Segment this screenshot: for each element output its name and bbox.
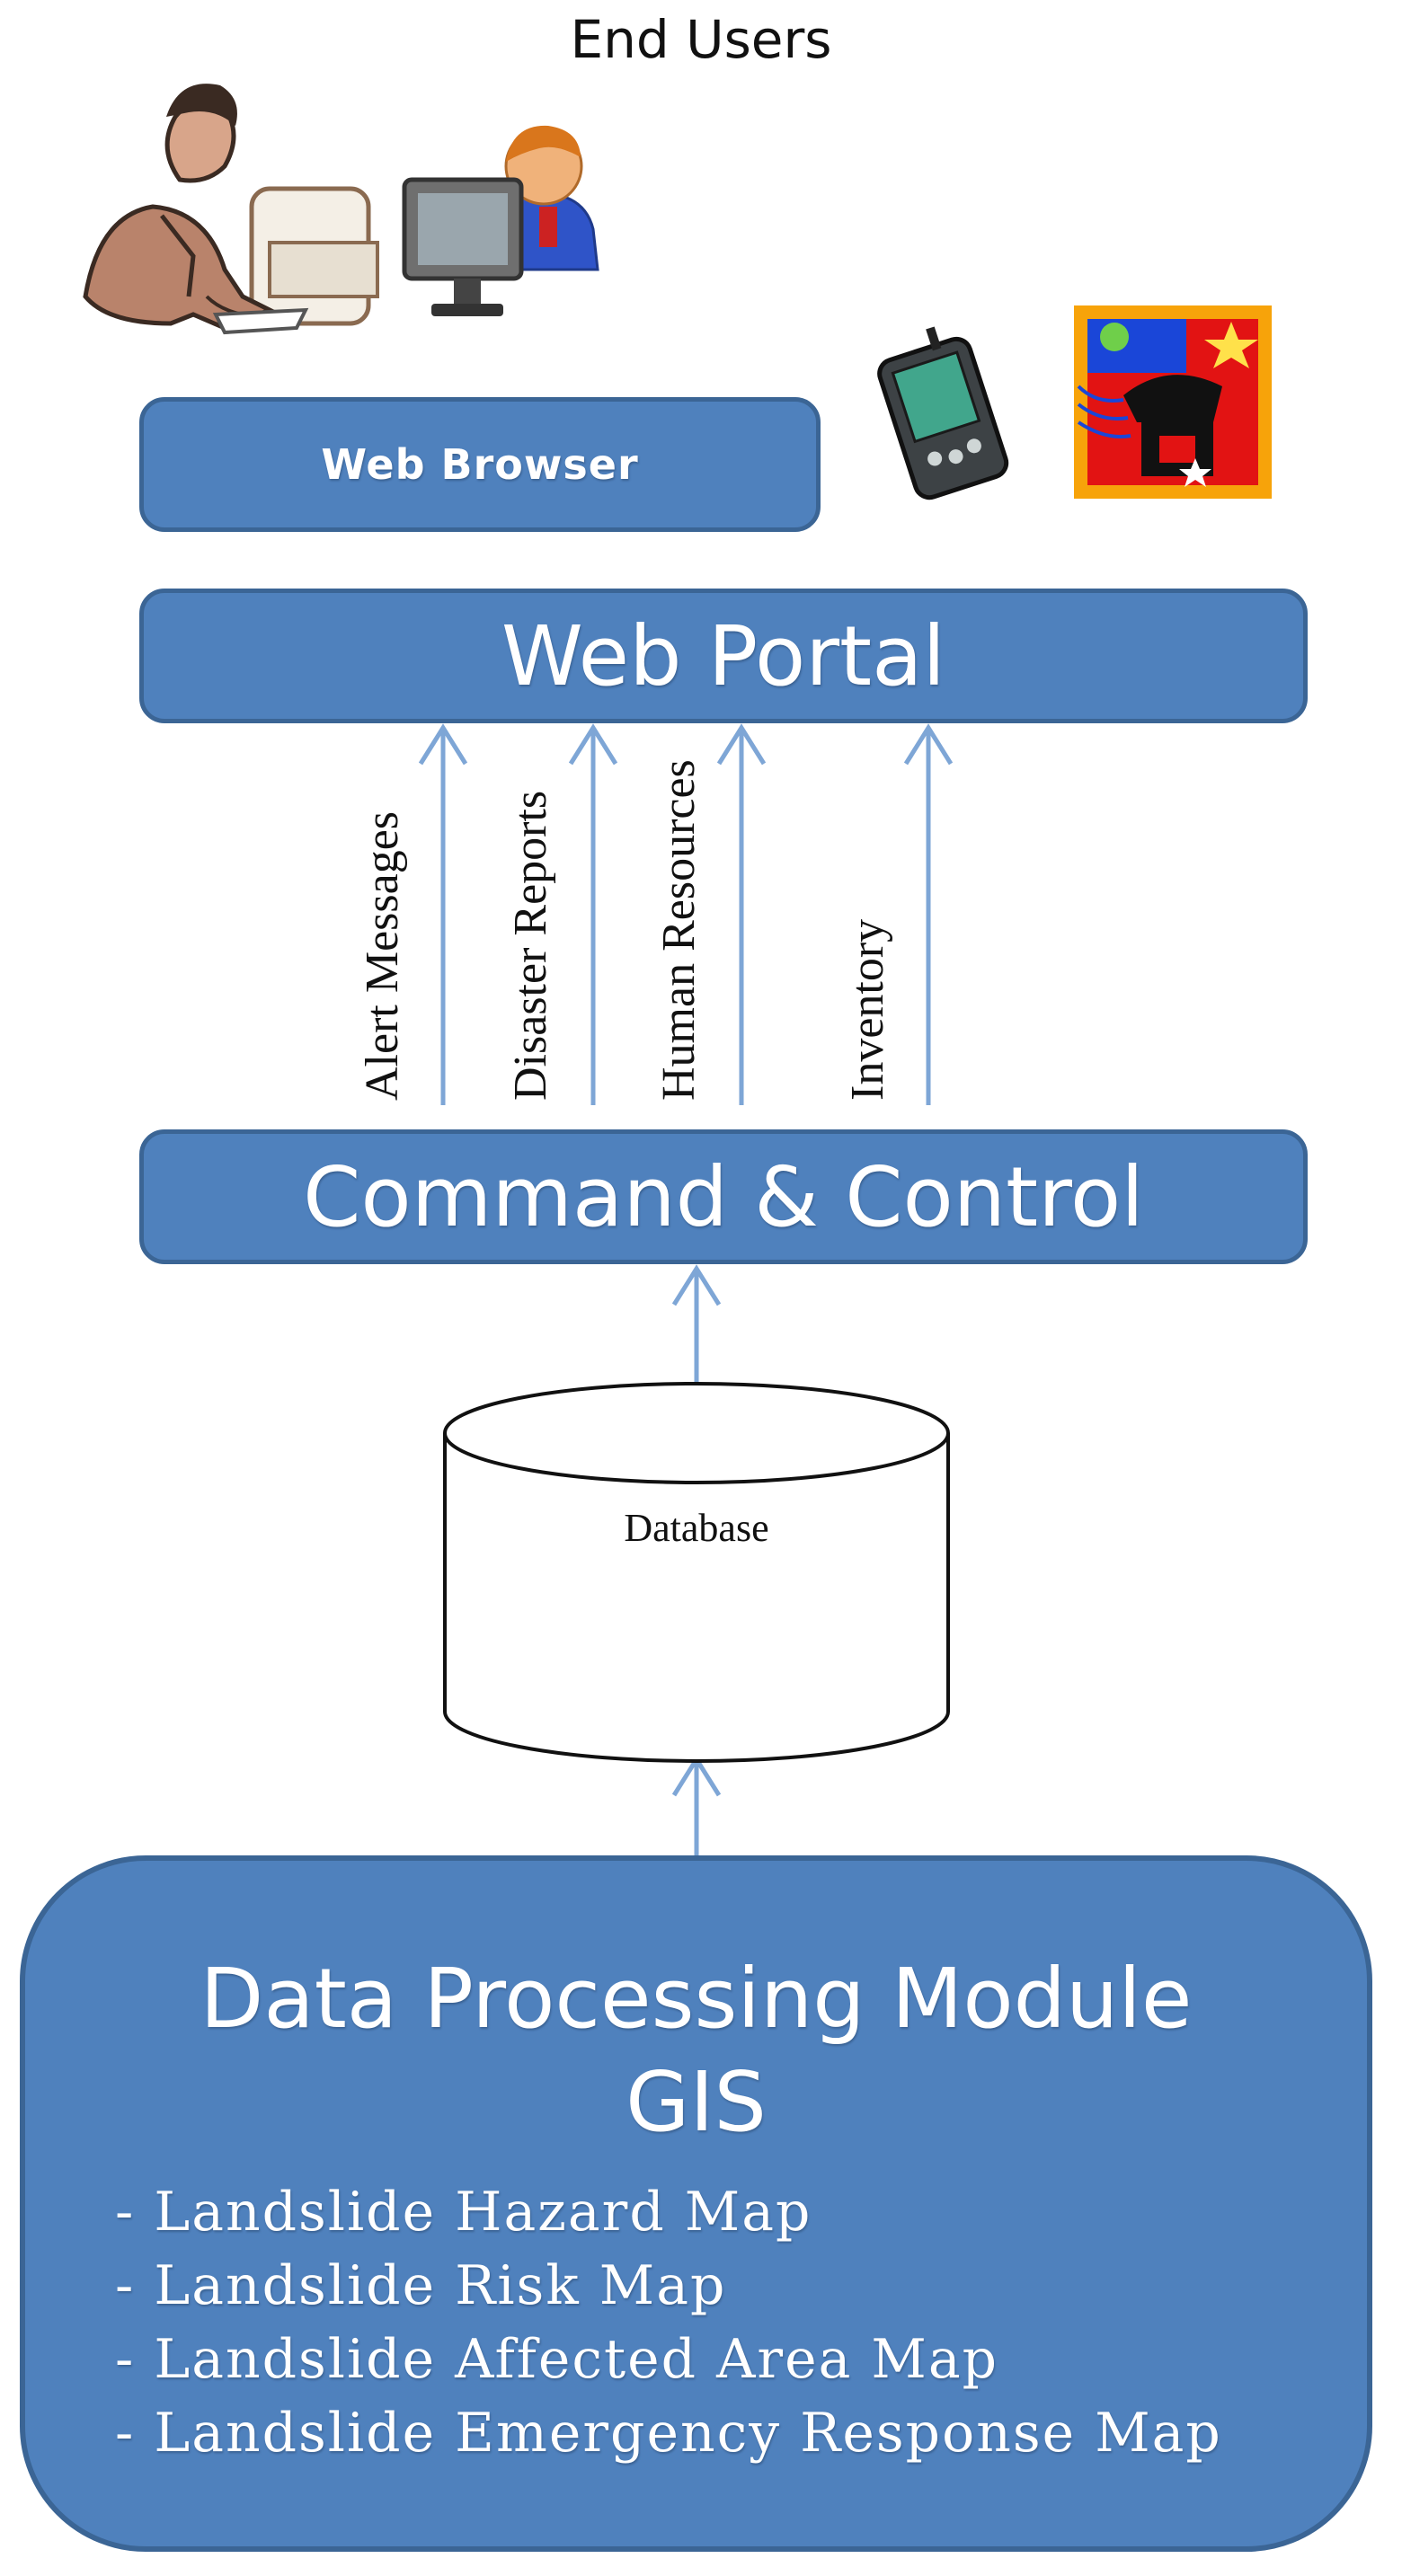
office-worker-icon (83, 84, 379, 335)
list-item: - Landslide Affected Area Map (115, 2328, 999, 2391)
flow-label-inventory: Inventory (842, 918, 893, 1101)
pda-device-icon (877, 326, 1009, 500)
database-cylinder (443, 1382, 950, 1763)
flow-label-alert-messages: Alert Messages (357, 810, 408, 1101)
list-item: - Landslide Risk Map (115, 2254, 727, 2317)
telephone-stamp-icon (1074, 305, 1272, 499)
list-item: - Landslide Emergency Response Map (115, 2402, 1222, 2465)
list-item: - Landslide Hazard Map (115, 2181, 812, 2244)
computer-user-icon (402, 125, 599, 316)
data-processing-module: Data Processing Module GIS - Landslide H… (20, 1855, 1372, 2552)
web-portal-layer: Web Portal (139, 589, 1308, 723)
command-control-layer: Command & Control (139, 1129, 1308, 1264)
end-users-title: End Users (570, 9, 832, 70)
data-processing-title: Data Processing Module (200, 1951, 1193, 2047)
web-browser-label: Web Browser (321, 440, 639, 489)
flow-label-disaster-reports: Disaster Reports (505, 790, 556, 1101)
flow-label-human-resources: Human Resources (653, 759, 705, 1101)
web-browser-layer: Web Browser (139, 397, 821, 532)
web-portal-label: Web Portal (501, 607, 946, 704)
command-control-label: Command & Control (303, 1148, 1144, 1245)
data-processing-subtitle: GIS (626, 2054, 767, 2150)
map-list: - Landslide Hazard Map - Landslide Risk … (115, 2175, 1222, 2470)
database-label: Database (624, 1506, 769, 1550)
